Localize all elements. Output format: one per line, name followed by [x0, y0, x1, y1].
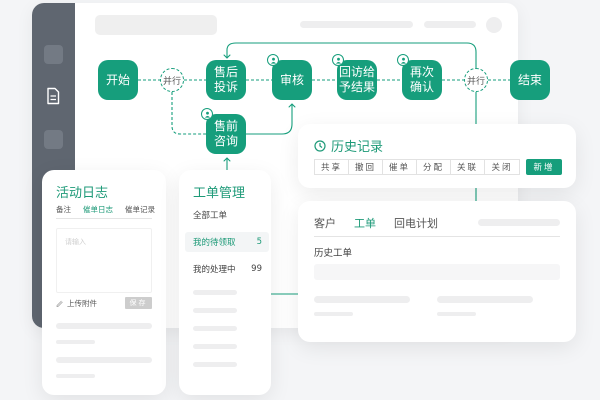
title-placeholder [95, 15, 217, 35]
ticket-filter-pending[interactable]: 我的待领取 5 [185, 232, 269, 252]
tab-note[interactable]: 备注 [56, 205, 71, 214]
flow-node-after-sale[interactable]: 售后 投诉 [206, 60, 246, 100]
history-card: 历史记录 共享 撤回 催单 分配 关联 关闭 新增 [298, 124, 576, 188]
link-button[interactable]: 关联 [451, 160, 485, 174]
tab-ticket[interactable]: 工单 [354, 217, 376, 230]
save-button[interactable]: 保存 [125, 297, 152, 309]
ticket-management-title: 工单管理 [193, 186, 246, 201]
ticket-filter-processing[interactable]: 我的处理中 99 [193, 264, 262, 275]
share-button[interactable]: 共享 [315, 160, 349, 174]
flow-node-reconfirm[interactable]: 再次 确认 [397, 54, 442, 100]
divider [56, 218, 152, 219]
action-toolbar: 共享 撤回 催单 分配 关联 关闭 [314, 159, 520, 175]
placeholder-line [437, 312, 476, 316]
user-icon [397, 54, 409, 66]
tab-urge-record[interactable]: 催单记录 [125, 205, 155, 214]
flow-node-callback[interactable]: 回访给 予结果 [332, 54, 377, 100]
placeholder-line [56, 323, 152, 329]
placeholder-line [314, 296, 410, 303]
urge-button[interactable]: 催单 [383, 160, 417, 174]
user-icon [267, 54, 279, 66]
placeholder-line [314, 312, 353, 316]
detail-card: 客户 工单 回电计划 历史工单 [298, 201, 576, 342]
tab-callback-plan[interactable]: 回电计划 [394, 217, 438, 230]
assign-button[interactable]: 分配 [417, 160, 451, 174]
placeholder-line [56, 357, 152, 363]
tab-placeholder [478, 219, 560, 226]
parallel-gateway-2[interactable]: 并行 [464, 68, 488, 92]
flow-node-review[interactable]: 审核 [267, 54, 312, 100]
ticket-management-card: 工单管理 全部工单 我的待领取 5 我的处理中 99 [179, 170, 271, 395]
document-icon[interactable] [45, 87, 61, 105]
tab-urge-log[interactable]: 催单日志 [83, 205, 113, 214]
clock-icon [314, 139, 326, 152]
withdraw-button[interactable]: 撤回 [349, 160, 383, 174]
placeholder-line [193, 290, 237, 295]
user-icon [332, 54, 344, 66]
placeholder-line [193, 344, 237, 349]
add-button[interactable]: 新增 [526, 159, 562, 175]
placeholder-line [437, 296, 533, 303]
upload-attachment[interactable]: 上传附件 [56, 298, 97, 309]
flow-node-start[interactable]: 开始 [98, 60, 138, 100]
flow-node-pre-sale[interactable]: 售前 咨询 [201, 108, 246, 154]
sidebar-item-3[interactable] [44, 130, 63, 149]
close-button[interactable]: 关闭 [491, 163, 513, 173]
placeholder-line [193, 308, 237, 313]
detail-tabs: 客户 工单 回电计划 [314, 215, 438, 231]
activity-log-title: 活动日志 [56, 186, 109, 201]
history-title: 历史记录 [314, 136, 383, 155]
activity-log-card: 活动日志 备注 催单日志 催单记录 请输入 上传附件 保存 [42, 170, 166, 395]
parallel-gateway[interactable]: 并行 [160, 68, 184, 92]
placeholder-line [56, 374, 95, 378]
activity-log-tabs: 备注 催单日志 催单记录 [56, 204, 155, 215]
header-placeholder [300, 21, 413, 28]
ticket-filter-all[interactable]: 全部工单 [193, 211, 228, 221]
header-placeholder-2 [424, 21, 476, 28]
log-input[interactable]: 请输入 [56, 228, 152, 293]
sidebar-item-1[interactable] [44, 45, 63, 64]
placeholder-row [314, 264, 560, 280]
placeholder-line [193, 326, 237, 331]
placeholder-line [193, 362, 237, 367]
paperclip-icon [56, 300, 63, 307]
section-label: 历史工单 [314, 248, 353, 259]
divider [314, 236, 560, 237]
avatar[interactable] [486, 17, 502, 33]
flow-node-end[interactable]: 结束 [510, 60, 550, 100]
user-icon [201, 108, 213, 120]
tab-customer[interactable]: 客户 [314, 217, 336, 230]
placeholder-line [56, 340, 95, 344]
